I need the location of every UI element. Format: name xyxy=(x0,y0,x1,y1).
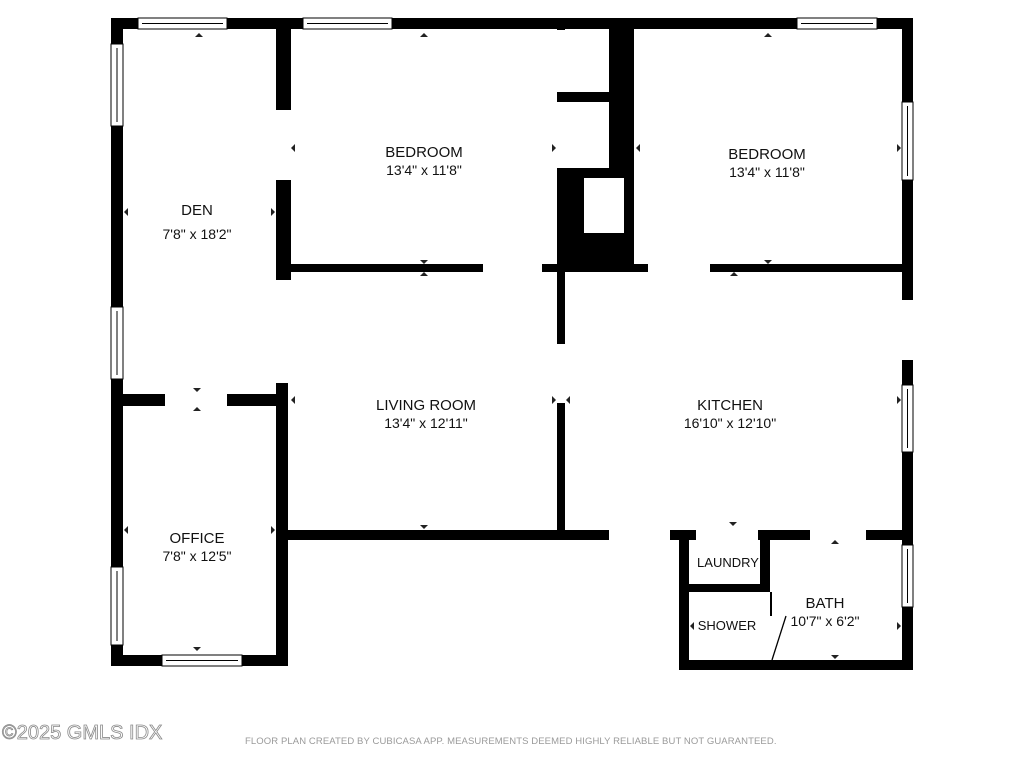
room-name: BEDROOM xyxy=(385,144,463,161)
room-dimensions: 13'4" x 12'11" xyxy=(384,415,468,431)
room-dimensions: 7'8" x 18'2" xyxy=(162,226,232,242)
room-bath: BATH 10'7" x 6'2" xyxy=(791,595,860,630)
room-living-room: LIVING ROOM 13'4" x 12'11" xyxy=(376,397,476,432)
room-name: KITCHEN xyxy=(697,397,763,414)
room-kitchen: KITCHEN 16'10" x 12'10" xyxy=(684,397,776,432)
room-dimensions: 7'8" x 12'5" xyxy=(162,548,232,564)
room-bedroom-2: BEDROOM 13'4" x 11'8" xyxy=(728,146,806,181)
walls xyxy=(111,18,913,670)
room-dimensions: 13'4" x 11'8" xyxy=(729,164,805,180)
room-den: DEN 7'8" x 18'2" xyxy=(163,202,232,243)
room-name: SHOWER xyxy=(697,618,757,633)
room-office: OFFICE 7'8" x 12'5" xyxy=(163,530,232,565)
disclaimer-text: FLOOR PLAN CREATED BY CUBICASA APP. MEAS… xyxy=(245,736,777,747)
room-shower: SHOWER xyxy=(698,618,757,633)
room-name: LAUNDRY xyxy=(697,555,759,570)
windows xyxy=(110,17,914,667)
room-dimensions: 16'10" x 12'10" xyxy=(683,415,777,431)
room-name: DEN xyxy=(181,202,213,219)
room-name: LIVING ROOM xyxy=(375,397,477,414)
room-dimensions: 13'4" x 11'8" xyxy=(386,162,462,178)
room-name: OFFICE xyxy=(169,530,225,547)
door-swing xyxy=(771,615,787,661)
room-name: BATH xyxy=(805,595,845,612)
dimension-markers xyxy=(124,33,901,659)
copyright-watermark: ©2025 GMLS IDX xyxy=(2,722,163,745)
room-laundry: LAUNDRY xyxy=(697,555,759,570)
room-name: BEDROOM xyxy=(728,146,806,163)
room-bedroom-1: BEDROOM 13'4" x 11'8" xyxy=(385,144,463,179)
room-dimensions: 10'7" x 6'2" xyxy=(790,613,860,629)
